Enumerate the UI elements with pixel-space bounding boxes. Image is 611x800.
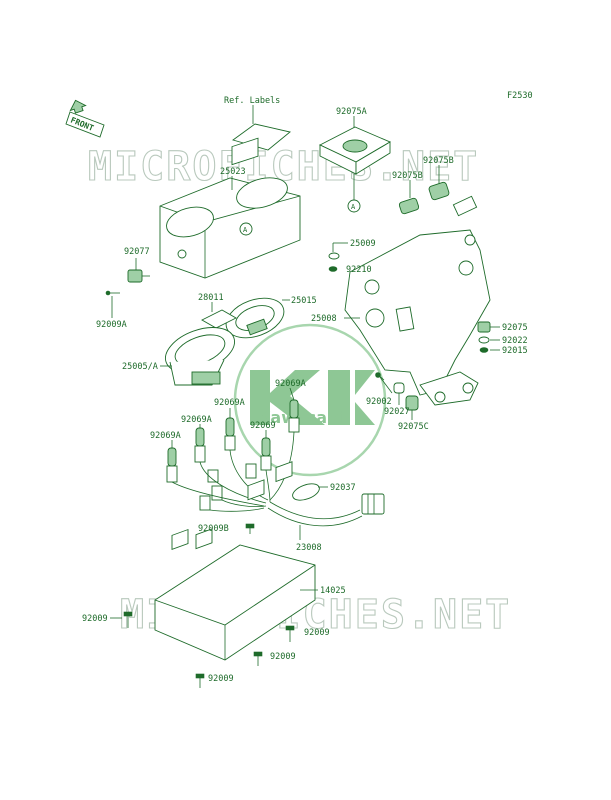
label-28011: 28011 xyxy=(198,293,224,303)
label-92027: 92027 xyxy=(384,407,410,417)
label-92069a-4: 92069A xyxy=(150,431,181,441)
label-92009-2: 92009 xyxy=(304,628,330,638)
label-25008: 25008 xyxy=(311,314,337,324)
label-92075a: 92075A xyxy=(336,107,367,117)
part-labels: Ref. Labels 92075A 92075B 92075B 25023 9… xyxy=(82,96,528,684)
bolts-92009 xyxy=(123,611,295,688)
label-ref-labels: Ref. Labels xyxy=(224,96,280,106)
meter-case-25023 xyxy=(159,137,301,279)
bulb-92077 xyxy=(127,269,150,283)
callout-a-2 xyxy=(239,222,253,236)
callout-a-1 xyxy=(347,199,361,213)
svg-text:A: A xyxy=(243,226,248,234)
label-92075b-top: 92075B xyxy=(423,156,454,166)
label-92075: 92075 xyxy=(502,323,528,333)
label-92009a: 92009A xyxy=(96,320,127,330)
label-25005a: 25005/A xyxy=(122,362,158,372)
label-25023: 25023 xyxy=(220,167,246,177)
label-92002: 92002 xyxy=(366,397,392,407)
label-92015: 92015 xyxy=(502,346,528,356)
label-92022: 92022 xyxy=(502,336,528,346)
label-92069a-1: 92069A xyxy=(275,379,306,389)
label-92069: 92069 xyxy=(250,421,276,431)
tachometer-25005a xyxy=(165,327,235,386)
cover-14025 xyxy=(154,461,316,661)
label-92210: 92210 xyxy=(346,265,372,275)
label-92077: 92077 xyxy=(124,247,150,257)
speedometer-25015 xyxy=(225,297,285,339)
rubber-92075b-top xyxy=(428,181,450,201)
label-92075c: 92075C xyxy=(398,422,429,432)
kawasaki-logo: Kawasaki xyxy=(233,323,387,477)
label-92009-4: 92009 xyxy=(208,674,234,684)
label-25015: 25015 xyxy=(291,296,317,306)
kawasaki-wordmark: Kawasaki xyxy=(258,408,343,427)
diagram-code: F2530 xyxy=(507,91,533,101)
label-92037: 92037 xyxy=(330,483,356,493)
label-92069a-3: 92069A xyxy=(181,415,212,425)
label-14025: 14025 xyxy=(320,586,346,596)
label-92075b: 92075B xyxy=(392,171,423,181)
label-92009-1: 92009 xyxy=(82,614,108,624)
plate-28011 xyxy=(201,309,237,329)
label-92009-3: 92009 xyxy=(270,652,296,662)
label-92009b: 92009B xyxy=(198,524,229,534)
label-23008: 23008 xyxy=(296,543,322,553)
rubber-92075b xyxy=(398,197,420,215)
grommet-92075a xyxy=(318,126,391,175)
svg-text:A: A xyxy=(351,203,356,211)
label-25009: 25009 xyxy=(350,239,376,249)
bracket-25008 xyxy=(344,195,491,406)
front-arrow-icon: FRONT xyxy=(65,99,105,138)
label-92069a-2: 92069A xyxy=(214,398,245,408)
